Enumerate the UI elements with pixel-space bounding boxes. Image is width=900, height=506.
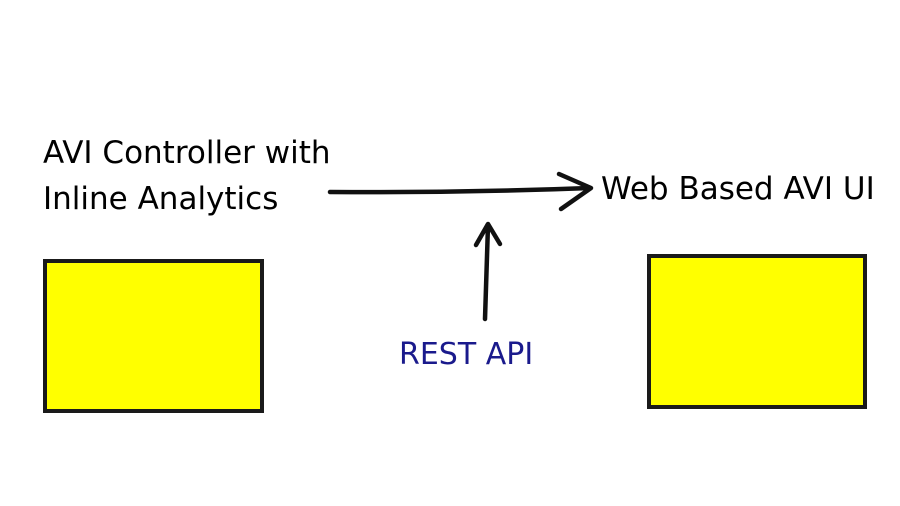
controller-to-ui-arrow-shaft [327,185,593,195]
web-ui-label: Web Based AVI UI [601,171,875,207]
api-to-connection-arrow-head [473,221,503,248]
controller-box [43,259,264,413]
web-ui-box [647,254,867,409]
controller-label-line2: Inline Analytics [43,181,279,217]
rest-api-label: REST API [399,337,534,372]
controller-to-ui-arrow-head [556,171,594,212]
api-to-connection-arrow-shaft [482,222,491,322]
controller-label-line1: AVI Controller with [43,135,331,171]
